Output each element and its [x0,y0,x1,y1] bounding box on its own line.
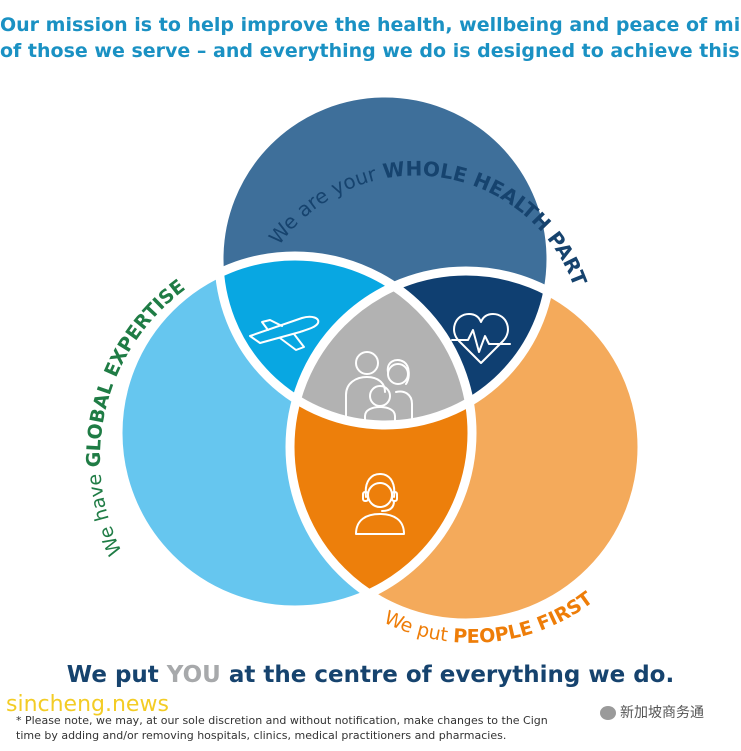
footnote: * Please note, we may, at our sole discr… [16,713,548,743]
heart-pulse-icon [451,313,511,364]
wechat-badge: 新加坡商务通 [594,700,710,724]
footnote-line-2: time by adding and/or removing hospitals… [16,729,507,742]
mission-statement: Our mission is to help improve the healt… [0,12,741,64]
wechat-icon [600,706,616,720]
centre-highlight-you: YOU [166,662,221,688]
centre-statement: We put YOU at the centre of everything w… [0,662,741,688]
centre-before: We put [66,662,167,688]
headset-agent-icon [355,473,405,535]
family-icon [345,351,413,423]
airplane-icon [249,315,320,351]
mission-line-1: Our mission is to help improve the healt… [0,14,741,36]
footnote-line-1: * Please note, we may, at our sole discr… [16,714,548,727]
wechat-badge-label: 新加坡商务通 [620,705,704,721]
mission-line-2: of those we serve – and everything we do… [0,40,741,62]
centre-after: at the centre of everything we do. [220,662,675,688]
watermark-text: sincheng.news [6,692,169,717]
